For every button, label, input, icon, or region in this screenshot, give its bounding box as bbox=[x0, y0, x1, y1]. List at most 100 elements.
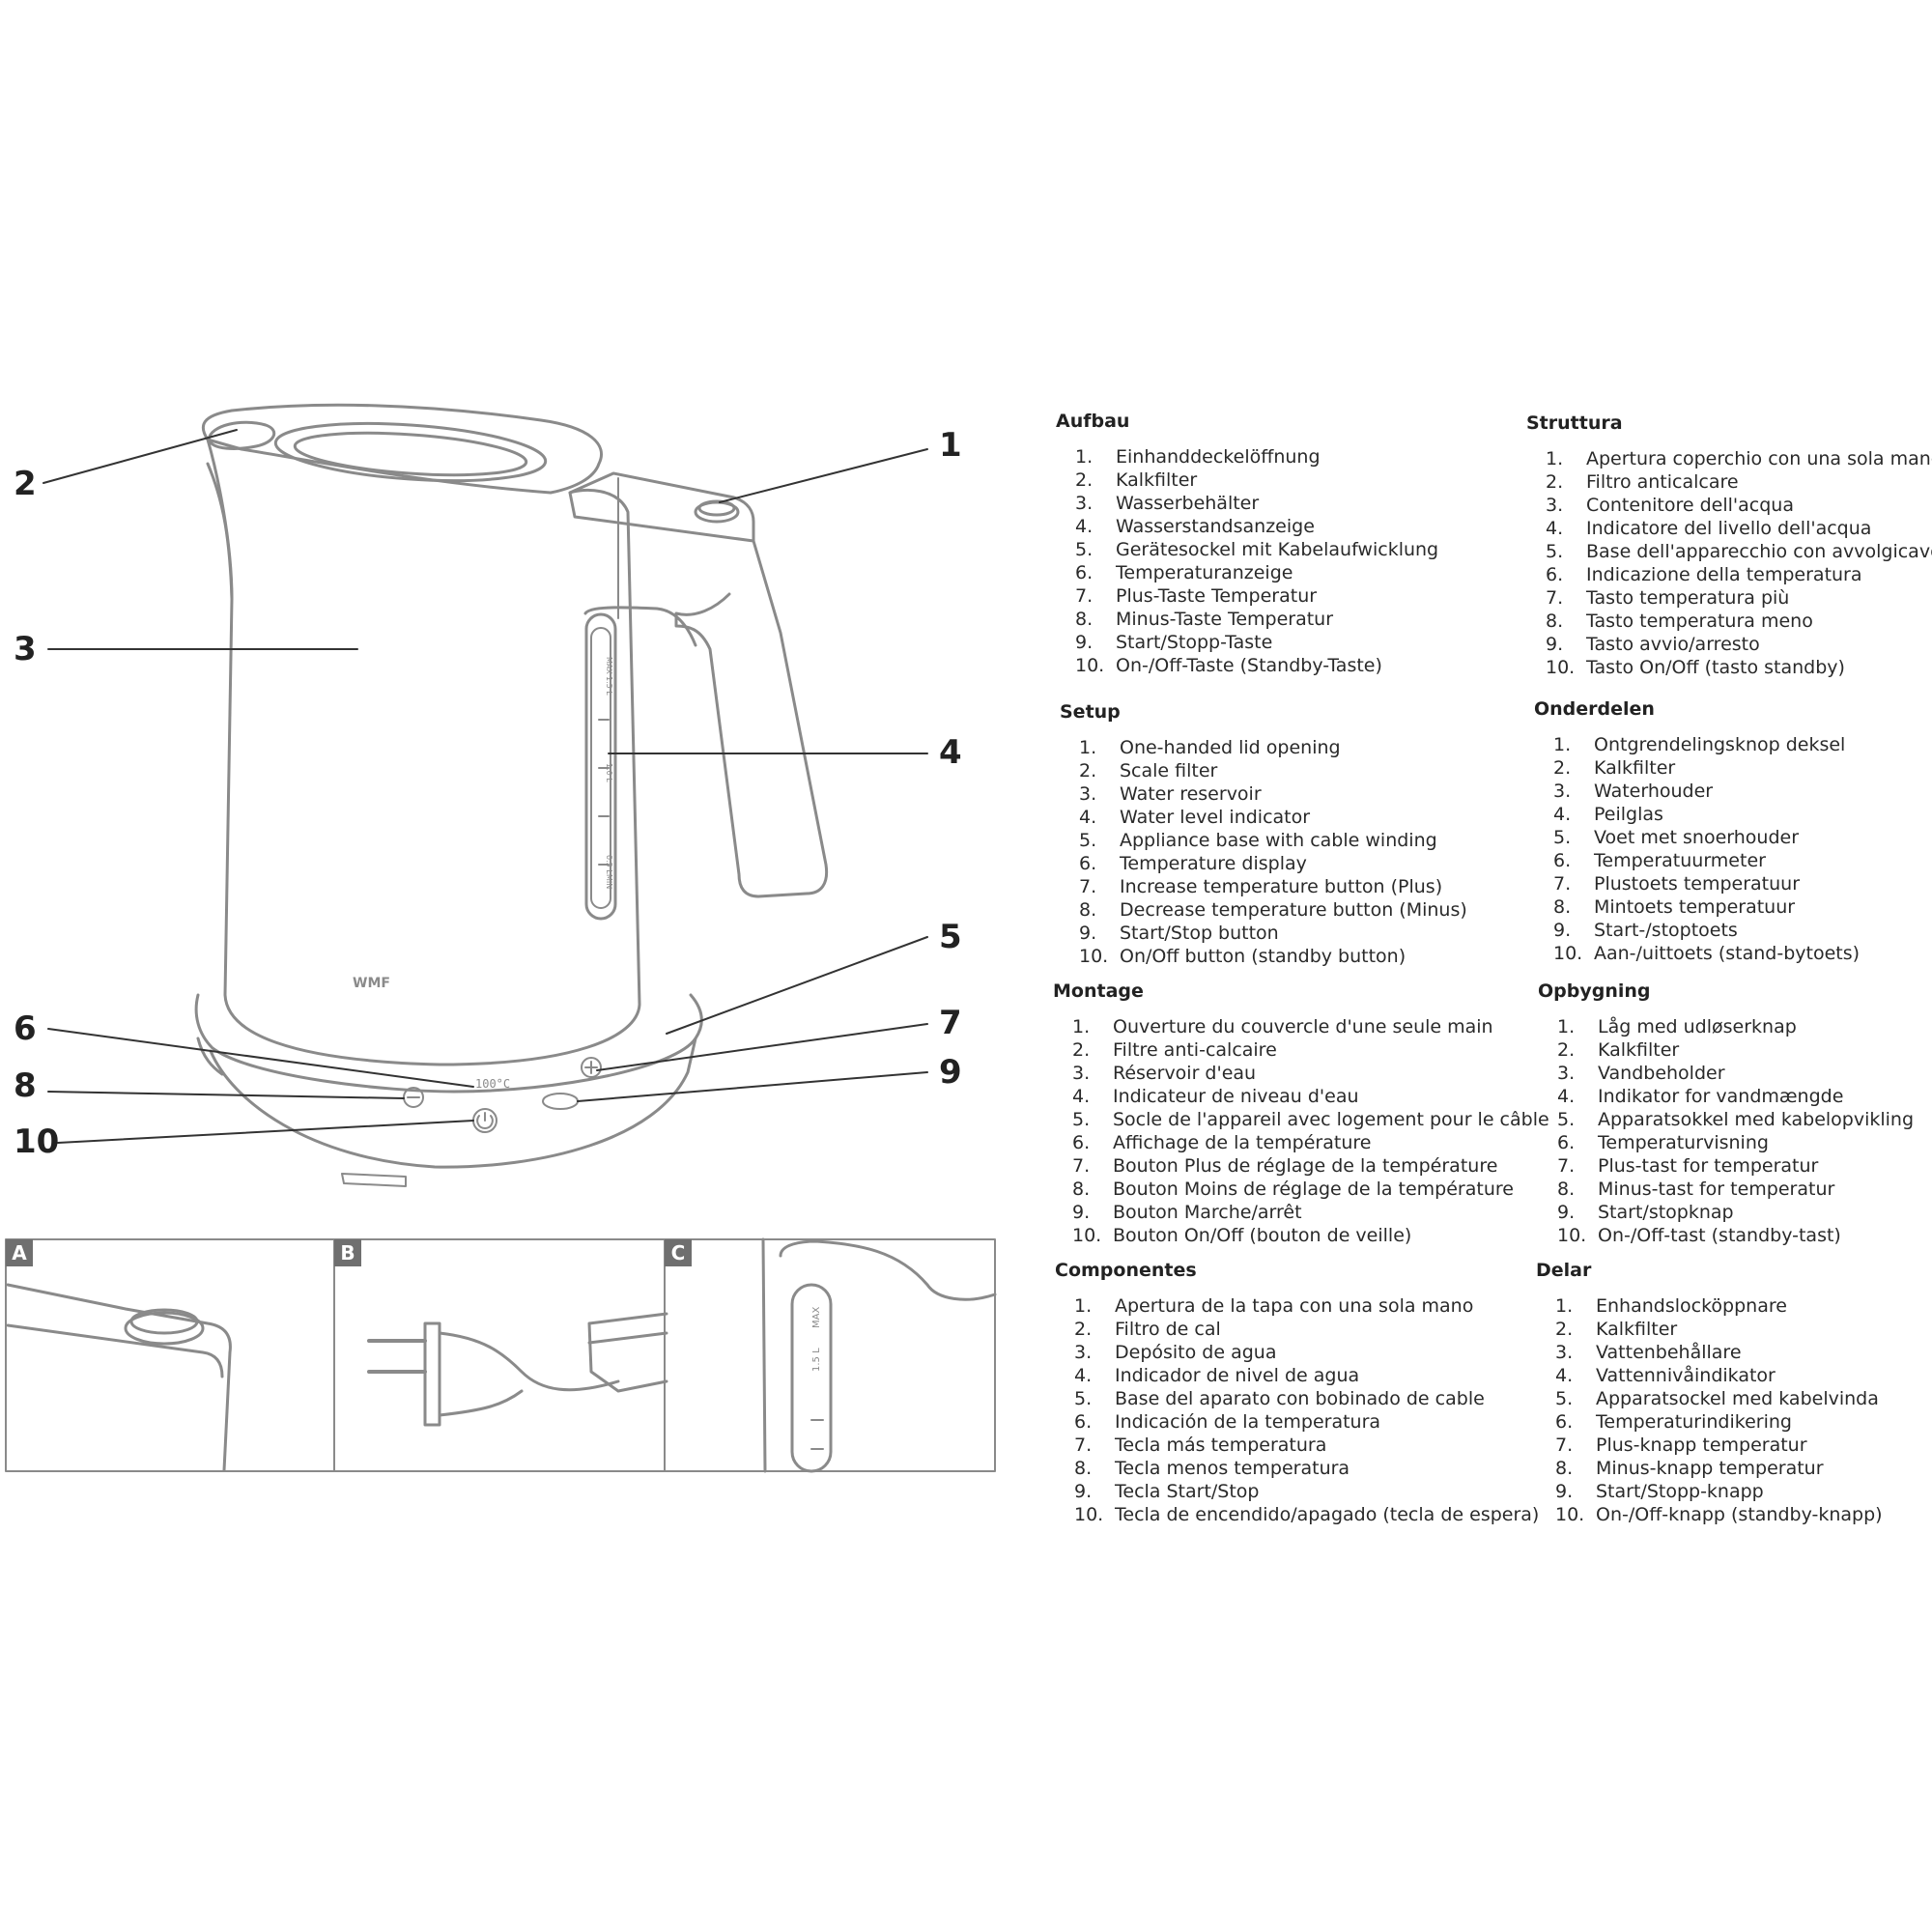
list-item: 8.Minus-Taste Temperatur bbox=[1075, 609, 1334, 630]
part-list: 1.Enhandslocköppnare 2.Kalkfilter 3.Vatt… bbox=[1536, 1294, 1883, 1526]
leader-1 bbox=[719, 448, 928, 503]
list-item: 3.Wasserbehälter bbox=[1075, 493, 1260, 514]
list-item: 6.Affichage de la température bbox=[1072, 1132, 1372, 1153]
section-title: Opbygning bbox=[1538, 980, 1651, 1002]
scale-max: MAX bbox=[605, 657, 613, 674]
list-item: 3.Waterhouder bbox=[1553, 781, 1714, 802]
base-lower bbox=[209, 1037, 697, 1169]
list-item: 7.Plus-knapp temperatur bbox=[1555, 1435, 1807, 1456]
list-item: 5.Appliance base with cable winding bbox=[1079, 830, 1437, 851]
list-item: 7.Bouton Plus de réglage de la températu… bbox=[1072, 1155, 1498, 1177]
list-item: 5.Apparatsockel med kabelvinda bbox=[1555, 1388, 1879, 1409]
section-onderdelen: Onderdelen 1.Ontgrendelingsknop deksel 2… bbox=[1534, 698, 1860, 965]
list-item: 8.Minus-tast for temperatur bbox=[1557, 1179, 1835, 1200]
list-item: 6.Temperatuurmeter bbox=[1553, 850, 1766, 871]
list-item: 4.Peilglas bbox=[1553, 804, 1663, 825]
list-item: 7.Plus-tast for temperatur bbox=[1557, 1155, 1819, 1177]
list-item: 4.Indikator for vandmængde bbox=[1557, 1086, 1844, 1107]
panel-b-frame bbox=[333, 1238, 666, 1472]
leader-2 bbox=[43, 429, 238, 484]
callout-7: 7 bbox=[939, 1004, 962, 1042]
list-item: 5.Gerätesockel mit Kabelaufwicklung bbox=[1075, 539, 1439, 560]
list-item: 3.Depósito de agua bbox=[1074, 1342, 1277, 1363]
list-item: 6.Temperature display bbox=[1079, 853, 1307, 874]
list-item: 3.Réservoir d'eau bbox=[1072, 1063, 1257, 1084]
list-item: 1.One-handed lid opening bbox=[1079, 737, 1341, 758]
list-item: 10.Tasto On/Off (tasto standby) bbox=[1546, 657, 1845, 678]
list-item: 7.Increase temperature button (Plus) bbox=[1079, 876, 1443, 897]
callout-8: 8 bbox=[14, 1066, 37, 1105]
list-item: 1.Låg med udløserknap bbox=[1557, 1016, 1797, 1037]
list-item: 10.On/Off button (standby button) bbox=[1079, 946, 1406, 967]
lid-opening bbox=[273, 421, 548, 483]
list-item: 9.Tecla Start/Stop bbox=[1074, 1481, 1260, 1502]
plus-button-icon bbox=[581, 1057, 602, 1078]
list-item: 6.Temperaturindikering bbox=[1555, 1411, 1792, 1433]
list-item: 10.On-/Off-knapp (standby-knapp) bbox=[1555, 1504, 1883, 1525]
list-item: 5.Base dell'apparecchio con avvolgicavo bbox=[1546, 541, 1932, 562]
list-item: 2.Kalkfilter bbox=[1557, 1039, 1680, 1061]
water-level-window bbox=[584, 612, 617, 921]
list-item: 9.Start-/stoptoets bbox=[1553, 920, 1738, 941]
handle-top-bar bbox=[568, 471, 755, 543]
panel-c-scale-max: MAX bbox=[811, 1307, 822, 1328]
list-item: 3.Vattenbehållare bbox=[1555, 1342, 1742, 1363]
part-list: 1.Einhanddeckelöffnung 2.Kalkfilter 3.Wa… bbox=[1056, 445, 1438, 677]
scale-min: MIN bbox=[605, 874, 613, 889]
list-item: 7.Tecla más temperatura bbox=[1074, 1435, 1327, 1456]
list-item: 2.Kalkfilter bbox=[1075, 469, 1198, 491]
list-item: 9.Start/Stop button bbox=[1079, 923, 1279, 944]
section-title: Delar bbox=[1536, 1260, 1592, 1281]
list-item: 2.Filtre anti-calcaire bbox=[1072, 1039, 1277, 1061]
panel-c-scale-top: 1.5 L bbox=[811, 1348, 822, 1372]
callout-10: 10 bbox=[14, 1122, 60, 1161]
section-aufbau: Aufbau 1.Einhanddeckelöffnung 2.Kalkfilt… bbox=[1056, 411, 1438, 677]
section-title: Struttura bbox=[1526, 412, 1623, 434]
kettle-diagram: MAX 1.5 L 1.0 L 0.5 L MIN WMF 100°C bbox=[0, 0, 1005, 1507]
list-item: 5.Base del aparato con bobinado de cable bbox=[1074, 1388, 1485, 1409]
list-item: 8.Tasto temperatura meno bbox=[1546, 611, 1813, 632]
list-item: 8.Decrease temperature button (Minus) bbox=[1079, 899, 1467, 921]
leader-5 bbox=[666, 936, 928, 1035]
base-outline bbox=[194, 993, 703, 1094]
panel-label-c: C bbox=[665, 1239, 692, 1266]
list-item: 1.Enhandslocköppnare bbox=[1555, 1295, 1787, 1317]
list-item: 8.Mintoets temperatuur bbox=[1553, 896, 1796, 918]
leader-10 bbox=[57, 1120, 474, 1144]
list-item: 2.Kalkfilter bbox=[1555, 1319, 1678, 1340]
list-item: 10.Aan-/uittoets (stand-bytoets) bbox=[1553, 943, 1861, 964]
kettle-body-outline bbox=[206, 438, 641, 1066]
part-list: 1.Låg med udløserknap 2.Kalkfilter 3.Van… bbox=[1538, 1015, 1914, 1247]
panel-c-frame bbox=[664, 1238, 996, 1472]
panel-b-plug-prongs bbox=[367, 1339, 427, 1374]
list-item: 7.Tasto temperatura più bbox=[1546, 587, 1790, 609]
part-list: 1.Apertura coperchio con una sola mano 2… bbox=[1526, 447, 1932, 679]
list-item: 4.Indicador de nivel de agua bbox=[1074, 1365, 1360, 1386]
leader-8 bbox=[47, 1091, 405, 1099]
list-item: 6.Indicación de la temperatura bbox=[1074, 1411, 1381, 1433]
list-item: 9.Start/Stopp-Taste bbox=[1075, 632, 1273, 653]
section-delar: Delar 1.Enhandslocköppnare 2.Kalkfilter … bbox=[1536, 1260, 1883, 1526]
list-item: 10.On-/Off-tast (standby-tast) bbox=[1557, 1225, 1841, 1246]
list-item: 4.Indicatore del livello dell'acqua bbox=[1546, 518, 1872, 539]
list-item: 7.Plustoets temperatuur bbox=[1553, 873, 1801, 895]
lid-release-ellipse bbox=[207, 420, 276, 450]
list-item: 8.Bouton Moins de réglage de la températ… bbox=[1072, 1179, 1514, 1200]
callout-3: 3 bbox=[14, 630, 37, 668]
list-item: 4.Water level indicator bbox=[1079, 807, 1311, 828]
list-item: 6.Temperaturvisning bbox=[1557, 1132, 1769, 1153]
leader-6 bbox=[47, 1028, 474, 1088]
list-item: 4.Wasserstandsanzeige bbox=[1075, 516, 1315, 537]
list-item: 3.Water reservoir bbox=[1079, 783, 1262, 805]
callout-1: 1 bbox=[939, 426, 962, 465]
start-stop-button-icon bbox=[542, 1093, 579, 1110]
list-item: 9.Bouton Marche/arrêt bbox=[1072, 1202, 1302, 1223]
scale-top: 1.5 L bbox=[605, 676, 613, 696]
list-item: 1.Einhanddeckelöffnung bbox=[1075, 446, 1321, 468]
list-item: 8.Minus-knapp temperatur bbox=[1555, 1458, 1824, 1479]
section-setup: Setup 1.One-handed lid opening 2.Scale f… bbox=[1060, 701, 1467, 968]
panel-label-b: B bbox=[334, 1239, 361, 1266]
panel-c-body bbox=[761, 1237, 997, 1473]
callout-5: 5 bbox=[939, 918, 962, 956]
lid-rim bbox=[201, 403, 603, 495]
